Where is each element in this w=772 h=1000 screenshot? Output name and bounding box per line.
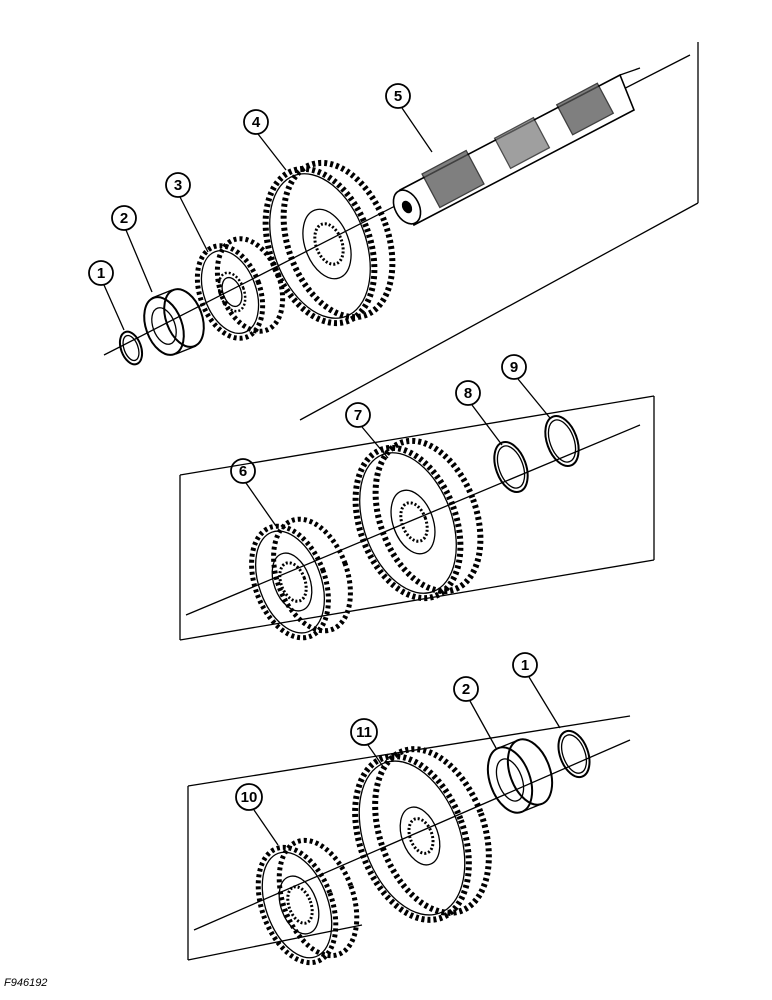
svg-text:9: 9 <box>510 359 518 376</box>
group-middle-frame <box>179 395 655 641</box>
callout-6: 6 <box>230 458 277 527</box>
svg-text:4: 4 <box>252 114 261 131</box>
gear-7 <box>352 437 484 602</box>
callout-4: 4 <box>243 109 287 171</box>
callout-10: 10 <box>235 783 279 846</box>
group-top-frame <box>103 42 699 421</box>
svg-text:10: 10 <box>241 789 258 806</box>
callout-1-bottom: 1 <box>512 652 561 729</box>
callout-11: 11 <box>350 718 385 769</box>
snap-ring-1-bottom <box>557 729 591 779</box>
svg-text:11: 11 <box>356 724 372 741</box>
gear-3 <box>194 236 286 341</box>
svg-text:2: 2 <box>462 681 470 698</box>
callout-2-bottom: 2 <box>453 676 497 749</box>
gear-6 <box>249 516 353 641</box>
svg-text:2: 2 <box>120 210 128 227</box>
callout-9: 9 <box>501 354 551 419</box>
callout-2-top: 2 <box>111 205 153 293</box>
svg-text:7: 7 <box>354 407 362 424</box>
group-bottom-frame <box>187 715 631 961</box>
svg-text:5: 5 <box>394 88 402 105</box>
callout-5: 5 <box>385 83 433 153</box>
svg-text:8: 8 <box>464 385 472 402</box>
snap-ring-8 <box>493 441 529 493</box>
snap-ring-9 <box>544 415 580 467</box>
callout-8: 8 <box>455 380 503 446</box>
svg-text:1: 1 <box>97 265 105 282</box>
callout-7: 7 <box>345 402 389 459</box>
gear-10 <box>255 837 360 966</box>
gear-4 <box>262 159 396 327</box>
svg-text:6: 6 <box>239 463 247 480</box>
svg-text:1: 1 <box>521 657 529 674</box>
gear-11 <box>352 746 492 923</box>
snap-ring-1 <box>118 330 144 366</box>
figure-id: F946192 <box>4 977 48 989</box>
callout-3: 3 <box>165 172 209 253</box>
svg-text:3: 3 <box>174 177 182 194</box>
bearing-2 <box>143 288 205 356</box>
callout-1-top: 1 <box>88 260 125 331</box>
bearing-2-bottom <box>486 738 554 814</box>
shaft-5 <box>392 67 641 227</box>
